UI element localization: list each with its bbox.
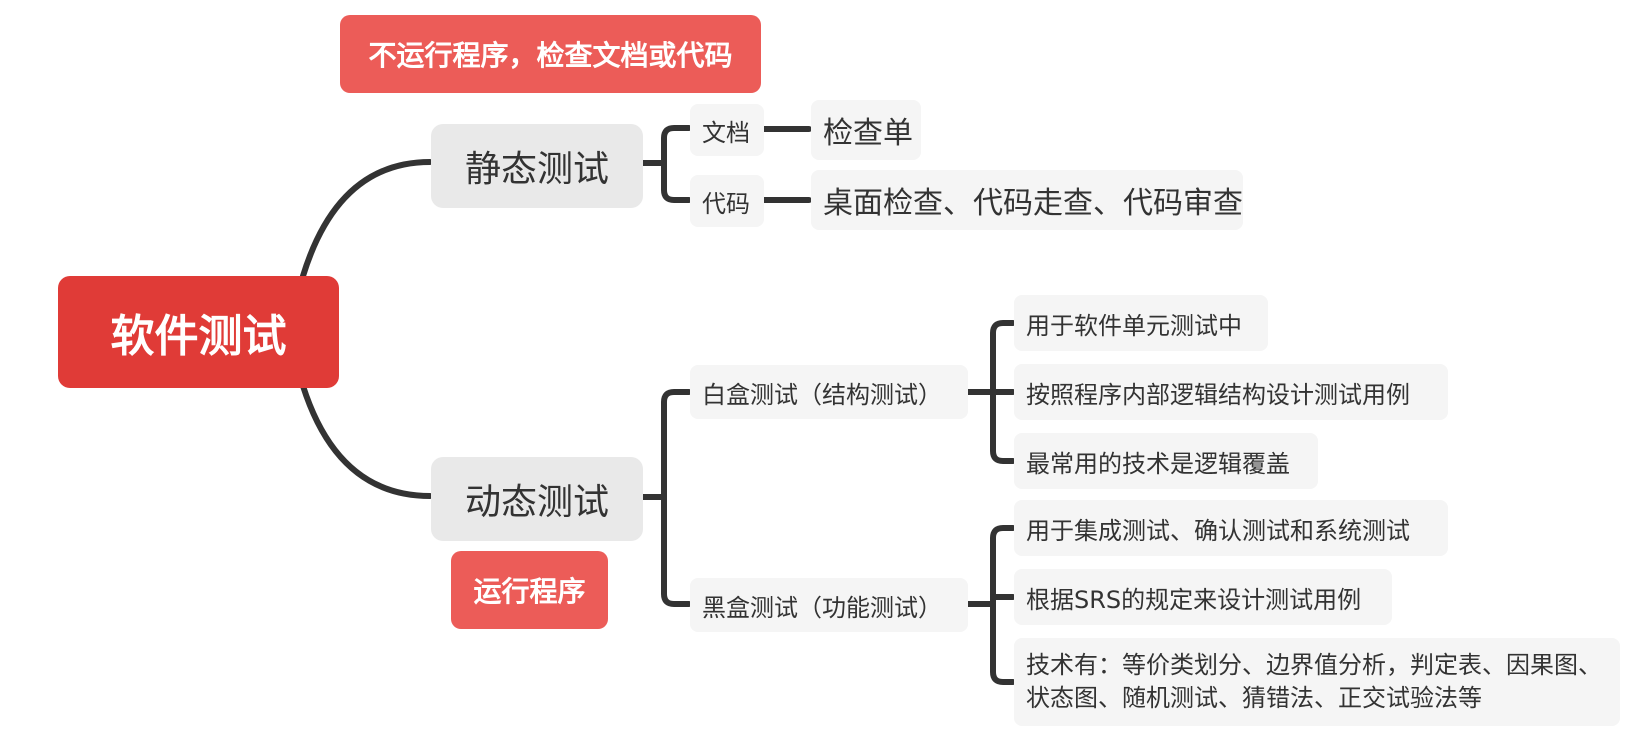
subtopic-document-label: 文档 [702,118,750,147]
static-test-callout-label: 不运行程序，检查文档或代码 [368,39,733,72]
leaf-blackbox-1-label: 用于集成测试、确认测试和系统测试 [1026,516,1410,545]
leaf-whitebox-1[interactable]: 用于软件单元测试中 [1014,295,1268,351]
main-topic-static-test[interactable]: 静态测试 [431,124,643,208]
subtopic-white-box-label: 白盒测试（结构测试） [702,380,942,409]
subtopic-code[interactable]: 代码 [690,175,764,227]
main-topic-static-test-label: 静态测试 [464,149,609,190]
leaf-whitebox-3[interactable]: 最常用的技术是逻辑覆盖 [1014,433,1318,489]
leaf-blackbox-1[interactable]: 用于集成测试、确认测试和系统测试 [1014,500,1448,556]
leaf-blackbox-2[interactable]: 根据SRS的规定来设计测试用例 [1014,569,1392,625]
leaf-blackbox-3[interactable]: 技术有：等价类划分、边界值分析，判定表、因果图、状态图、随机测试、猜错法、正交试… [1014,638,1620,726]
static-test-callout[interactable]: 不运行程序，检查文档或代码 [340,15,761,93]
connector-root-dynamic [300,383,433,499]
subtopic-black-box[interactable]: 黑盒测试（功能测试） [690,578,968,632]
leaf-code-review-methods-label: 桌面检查、代码走查、代码审查 [823,186,1243,221]
dynamic-test-callout[interactable]: 运行程序 [451,551,608,629]
connector-static-bracket [661,125,692,203]
leaf-whitebox-2-label: 按照程序内部逻辑结构设计测试用例 [1026,380,1410,409]
connector-dynamic-bracket [661,389,692,607]
connector-root-static [300,159,433,279]
connector-blackbox-bracket [990,525,1016,685]
subtopic-black-box-label: 黑盒测试（功能测试） [702,593,942,622]
dynamic-test-callout-label: 运行程序 [473,575,586,608]
main-topic-dynamic-test[interactable]: 动态测试 [431,457,643,541]
subtopic-document[interactable]: 文档 [690,104,764,156]
leaf-whitebox-3-label: 最常用的技术是逻辑覆盖 [1026,449,1290,478]
leaf-checklist-label: 检查单 [823,116,913,151]
leaf-whitebox-1-label: 用于软件单元测试中 [1026,311,1242,340]
root-topic-label: 软件测试 [110,311,287,362]
leaf-whitebox-2[interactable]: 按照程序内部逻辑结构设计测试用例 [1014,364,1448,420]
subtopic-white-box[interactable]: 白盒测试（结构测试） [690,365,968,419]
leaf-blackbox-3-label: 技术有：等价类划分、边界值分析，判定表、因果图、状态图、随机测试、猜错法、正交试… [1026,651,1602,712]
leaf-checklist[interactable]: 检查单 [811,100,921,160]
leaf-blackbox-2-label: 根据SRS的规定来设计测试用例 [1026,585,1362,614]
leaf-code-review-methods[interactable]: 桌面检查、代码走查、代码审查 [811,170,1243,230]
subtopic-code-label: 代码 [702,189,750,218]
root-topic[interactable]: 软件测试 [58,276,339,388]
main-topic-dynamic-test-label: 动态测试 [464,482,609,523]
